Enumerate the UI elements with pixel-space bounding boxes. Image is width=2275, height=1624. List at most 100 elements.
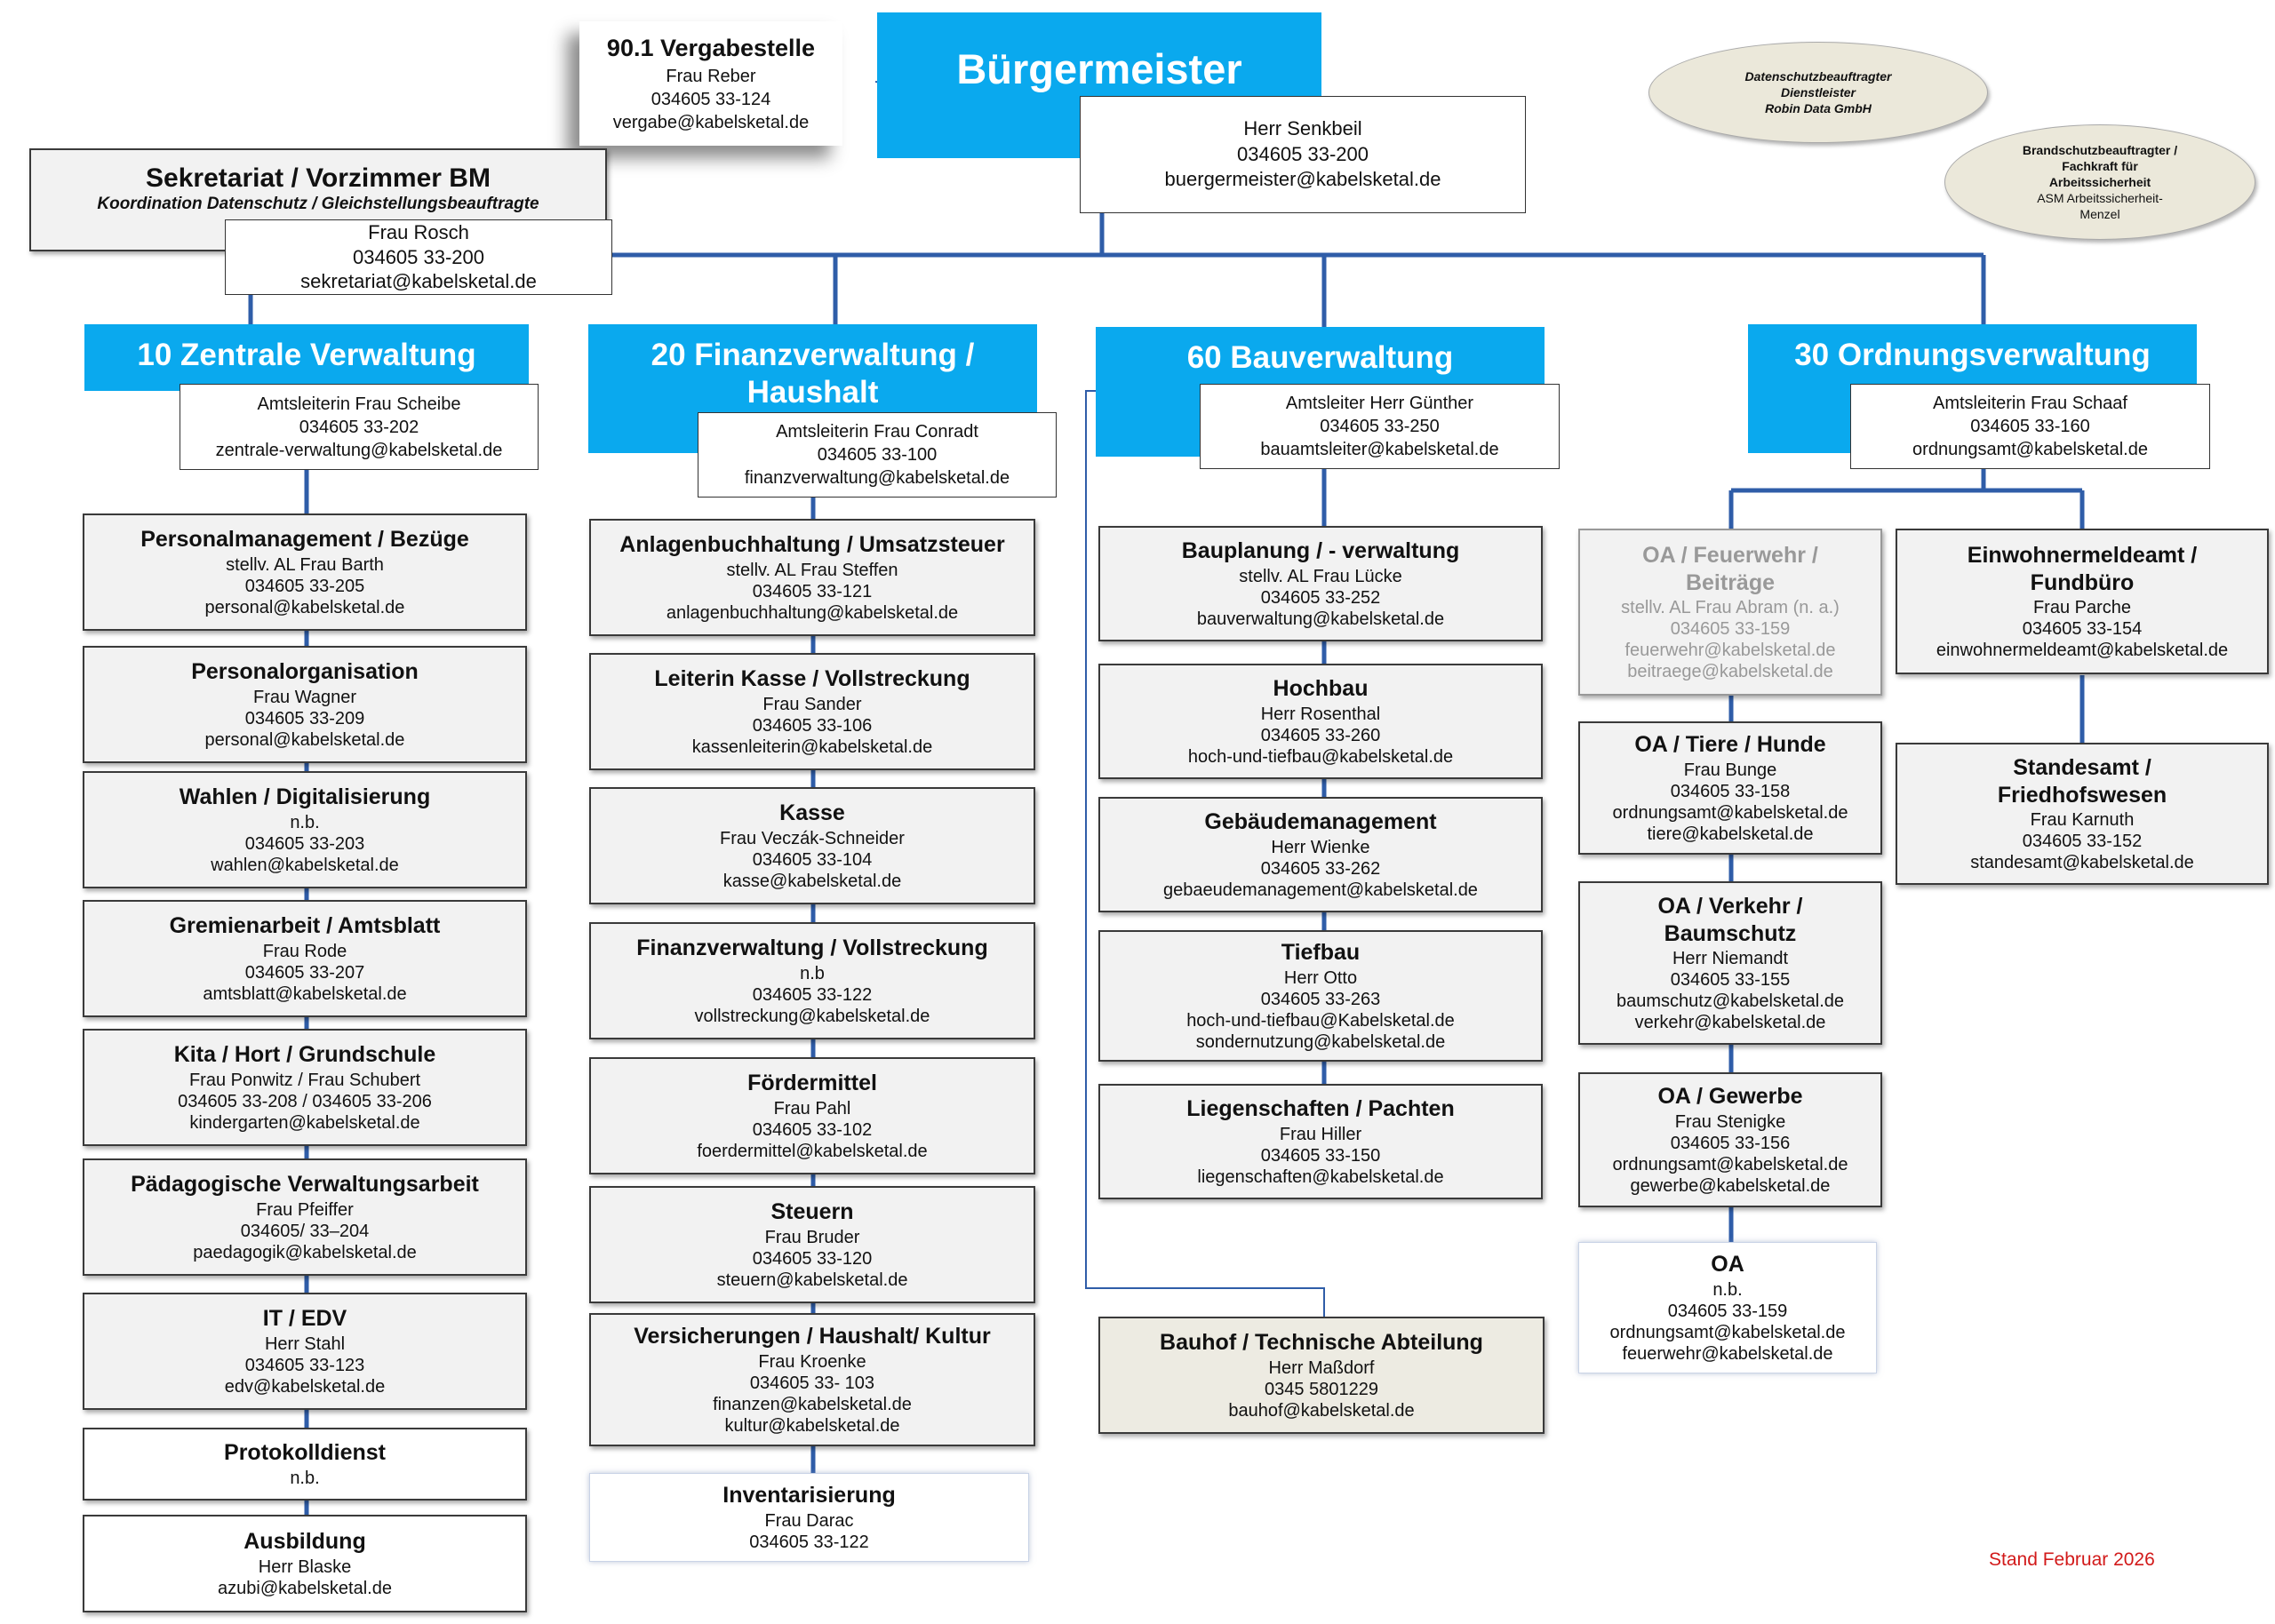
- unit-line: stellv. AL Frau Steffen: [726, 560, 898, 580]
- vergabestelle-name: Frau Reber: [666, 66, 756, 86]
- unit-tiefbau: Tiefbau Herr Otto 034605 33-263 hoch-und…: [1098, 930, 1543, 1062]
- unit-line: bauverwaltung@kabelsketal.de: [1196, 609, 1445, 629]
- unit-line: sondernutzung@kabelsketal.de: [1195, 1031, 1446, 1052]
- unit-title: Liegenschaften / Pachten: [1186, 1096, 1455, 1122]
- unit-line: Herr Stahl: [264, 1333, 346, 1354]
- unit-line: 034605 33-154: [2022, 619, 2143, 640]
- dept-20-title: 20 Finanzverwaltung / Haushalt: [651, 338, 975, 410]
- sekretariat-email: sekretariat@kabelsketal.de: [300, 270, 537, 293]
- vergabestelle-box: 90.1 Vergabestelle Frau Reber 034605 33-…: [579, 21, 842, 146]
- unit-line: Herr Wienke: [1271, 837, 1370, 857]
- unit-title: Personalmanagement / Bezüge: [140, 527, 469, 553]
- unit-line: Frau Stenigke: [1674, 1111, 1786, 1132]
- sekretariat-subtitle: Koordination Datenschutz / Gleichstellun…: [97, 195, 539, 213]
- mayor-contact: Herr Senkbeil 034605 33-200 buergermeist…: [1080, 96, 1526, 213]
- dept-30-phone: 034605 33-160: [1970, 417, 2090, 436]
- unit-line: 034605 33-205: [244, 576, 365, 596]
- dept-30-email: ordnungsamt@kabelsketal.de: [1912, 440, 2148, 459]
- datenschutz-line-2: Dienstleister: [1780, 84, 1856, 100]
- unit-line: gewerbe@kabelsketal.de: [1630, 1175, 1831, 1196]
- unit-personalorganisation: Personalorganisation Frau Wagner 034605 …: [83, 646, 527, 763]
- unit-title: Versicherungen / Haushalt/ Kultur: [634, 1324, 991, 1349]
- unit-line: personal@kabelsketal.de: [204, 597, 405, 617]
- unit-oa: OA n.b. 034605 33-159 ordnungsamt@kabels…: [1578, 1242, 1877, 1373]
- unit-line: 034605 33-263: [1260, 989, 1381, 1009]
- unit-line: stellv. AL Frau Lücke: [1239, 566, 1402, 586]
- unit-title: Gremienarbeit / Amtsblatt: [169, 913, 441, 939]
- unit-standesamt: Standesamt / Friedhofswesen Frau Karnuth…: [1896, 743, 2269, 885]
- brandschutz-line-1: Brandschutzbeauftragter /: [2022, 142, 2178, 157]
- unit-line: 034605 33-158: [1670, 781, 1791, 801]
- dept-10-header: 10 Zentrale Verwaltung: [84, 324, 529, 391]
- unit-title: Pädagogische Verwaltungsarbeit: [131, 1172, 479, 1198]
- unit-line: paedagogik@kabelsketal.de: [193, 1242, 417, 1262]
- unit-oa-tiere: OA / Tiere / Hunde Frau Bunge 034605 33-…: [1578, 721, 1882, 855]
- dept-60-title: 60 Bauverwaltung: [1186, 340, 1454, 375]
- unit-line: 034605 33-122: [752, 984, 873, 1005]
- unit-title: Bauplanung / - verwaltung: [1181, 538, 1460, 564]
- unit-line: 034605 33-209: [244, 708, 365, 728]
- unit-line: Frau Karnuth: [2030, 810, 2135, 831]
- unit-line: Frau Pfeiffer: [256, 1199, 354, 1220]
- unit-line: Frau Veczák-Schneider: [720, 828, 905, 848]
- vergabestelle-title: 90.1 Vergabestelle: [606, 35, 816, 62]
- unit-line: ordnungsamt@kabelsketal.de: [1612, 1154, 1848, 1174]
- unit-paedagogik: Pädagogische Verwaltungsarbeit Frau Pfei…: [83, 1158, 527, 1276]
- unit-einwohnermeldeamt: Einwohnermeldeamt / Fundbüro Frau Parche…: [1896, 529, 2269, 674]
- unit-line: n.b.: [1712, 1279, 1743, 1300]
- unit-line: Herr Niemandt: [1672, 949, 1789, 969]
- unit-foerdermittel: Fördermittel Frau Pahl 034605 33-102 foe…: [589, 1057, 1035, 1174]
- unit-hochbau: Hochbau Herr Rosenthal 034605 33-260 hoc…: [1098, 664, 1543, 779]
- unit-title: IT / EDV: [262, 1306, 347, 1332]
- unit-title: Tiefbau: [1281, 940, 1361, 966]
- unit-line: Herr Maßdorf: [1268, 1357, 1375, 1378]
- unit-title: Inventarisierung: [722, 1483, 896, 1509]
- dept-20-phone: 034605 33-100: [817, 445, 938, 465]
- unit-line: 034605 33-159: [1670, 619, 1791, 640]
- dept-30-head: Amtsleiterin Frau Schaaf: [1933, 394, 2127, 413]
- unit-title: Leiterin Kasse / Vollstreckung: [654, 666, 970, 692]
- unit-line: 034605 33-252: [1260, 587, 1381, 608]
- unit-oa-gewerbe: OA / Gewerbe Frau Stenigke 034605 33-156…: [1578, 1072, 1882, 1207]
- unit-line: 034605 33-102: [752, 1119, 873, 1140]
- sekretariat-phone: 034605 33-200: [352, 245, 485, 268]
- unit-title: Ausbildung: [243, 1529, 366, 1555]
- unit-line: 0345 5801229: [1265, 1379, 1378, 1399]
- unit-line: 034605 33-207: [244, 962, 365, 983]
- unit-line: vollstreckung@kabelsketal.de: [694, 1006, 930, 1026]
- unit-line: Herr Otto: [1283, 967, 1358, 988]
- unit-line: hoch-und-tiefbau@kabelsketal.de: [1187, 746, 1454, 767]
- unit-title: Personalorganisation: [191, 659, 419, 685]
- unit-leiterin-kasse: Leiterin Kasse / Vollstreckung Frau Sand…: [589, 653, 1035, 770]
- unit-line: einwohnermeldeamt@kabelsketal.de: [1936, 641, 2229, 661]
- unit-line: 034605 33-208 / 034605 33-206: [178, 1091, 432, 1111]
- vergabestelle-phone: 034605 33-124: [651, 89, 771, 109]
- dept-60-phone: 034605 33-250: [1320, 417, 1440, 436]
- unit-title: Kita / Hort / Grundschule: [173, 1042, 436, 1068]
- unit-line: 034605 33-156: [1670, 1133, 1791, 1153]
- datenschutz-line-3: Robin Data GmbH: [1765, 101, 1872, 116]
- sekretariat-title: Sekretariat / Vorzimmer BM: [146, 163, 491, 193]
- unit-finanzverwaltung-vollstreckung: Finanzverwaltung / Vollstreckung n.b 034…: [589, 922, 1035, 1039]
- unit-line: 034605 33-150: [1260, 1145, 1381, 1166]
- unit-title: Wahlen / Digitalisierung: [179, 784, 431, 810]
- dept-60-contact: Amtsleiter Herr Günther 034605 33-250 ba…: [1200, 384, 1560, 469]
- unit-line: edv@kabelsketal.de: [224, 1376, 386, 1397]
- unit-line: kassenleiterin@kabelsketal.de: [691, 736, 933, 757]
- unit-line: verkehr@kabelsketal.de: [1634, 1013, 1826, 1033]
- unit-line: wahlen@kabelsketal.de: [211, 855, 399, 875]
- unit-line: personal@kabelsketal.de: [204, 729, 405, 750]
- dept-10-phone: 034605 33-202: [299, 417, 419, 437]
- brandschutz-ellipse: Brandschutzbeauftragter / Fachkraft für …: [1944, 124, 2255, 240]
- unit-it-edv: IT / EDV Herr Stahl 034605 33-123 edv@ka…: [83, 1293, 527, 1410]
- unit-title: Gebäudemanagement: [1204, 809, 1437, 835]
- unit-line: anlagenbuchhaltung@kabelsketal.de: [666, 602, 959, 623]
- unit-line: 034605 33-159: [1667, 1301, 1788, 1321]
- unit-line: beitraege@kabelsketal.de: [1627, 662, 1833, 682]
- dept-60-email: bauamtsleiter@kabelsketal.de: [1260, 440, 1499, 459]
- unit-title: OA / Feuerwehr / Beiträge: [1642, 542, 1818, 595]
- unit-title: Fördermittel: [747, 1071, 877, 1096]
- unit-line: 034605 33-152: [2022, 832, 2143, 852]
- brandschutz-line-2: Fachkraft für: [2062, 158, 2138, 173]
- unit-protokolldienst: Protokolldienst n.b.: [83, 1428, 527, 1501]
